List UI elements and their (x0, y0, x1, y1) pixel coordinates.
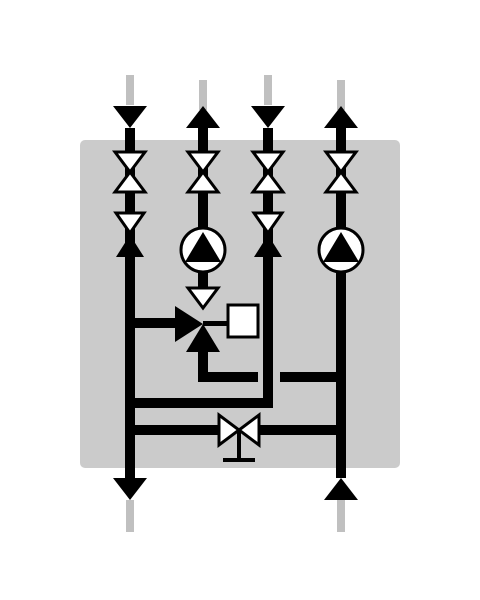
connection-stub-c3-top (264, 75, 272, 105)
pipes (125, 128, 346, 478)
pipe-c4-branch (280, 372, 346, 382)
connection-stub-c4-bottom (337, 500, 345, 532)
flow-arrows (113, 106, 358, 500)
pump-c4 (317, 226, 365, 274)
pipe-c1 (125, 128, 135, 478)
connection-stub-c1-bottom (126, 500, 134, 532)
bypass-valve-handle (223, 458, 255, 462)
isolation-valve-c4 (323, 150, 359, 194)
pipe-c4 (336, 128, 346, 478)
mixing-valve (175, 303, 260, 352)
pumps (179, 226, 365, 274)
connection-stub-c4-top (337, 80, 345, 110)
isolation-valve-c3 (250, 150, 286, 194)
connection-stub-c2-top (199, 80, 207, 110)
external-connections (126, 75, 345, 532)
check-valve-c2-mixing (185, 286, 221, 311)
connection-stub-c1-top (126, 75, 134, 105)
pipe-c2 (198, 128, 208, 298)
bypass-valve-stem (237, 430, 241, 460)
flow-arrow-c3-in (251, 106, 285, 128)
isolation-valves (112, 150, 359, 194)
isolation-valve-c2 (185, 150, 221, 194)
check-valve-c3 (251, 211, 285, 257)
flow-arrow-c4-in (324, 478, 358, 500)
pipe-mixing-return (198, 372, 258, 382)
isolation-valve-c1 (112, 150, 148, 194)
pipe-bypass-left (130, 425, 220, 435)
pipe-bypass-right (258, 425, 346, 435)
mixing-valve-left-port (175, 306, 203, 342)
pipe-header (130, 398, 273, 408)
mixing-valve-bottom-port (186, 324, 220, 352)
flow-arrow-c2-out (186, 106, 220, 128)
pipe-mixing-inlet (130, 318, 190, 328)
pump-c2 (179, 226, 227, 274)
flow-arrow-c4-out (324, 106, 358, 128)
check-valve-c1 (113, 211, 147, 257)
pipe-mixing-return-down (198, 340, 208, 382)
flow-arrow-c1-out (113, 478, 147, 500)
actuator-icon (226, 303, 260, 339)
check-valves (113, 211, 285, 311)
flow-arrow-c1-in (113, 106, 147, 128)
pipe-c3 (263, 128, 273, 400)
bypass-valve (217, 412, 261, 462)
actuator-link (203, 321, 228, 326)
